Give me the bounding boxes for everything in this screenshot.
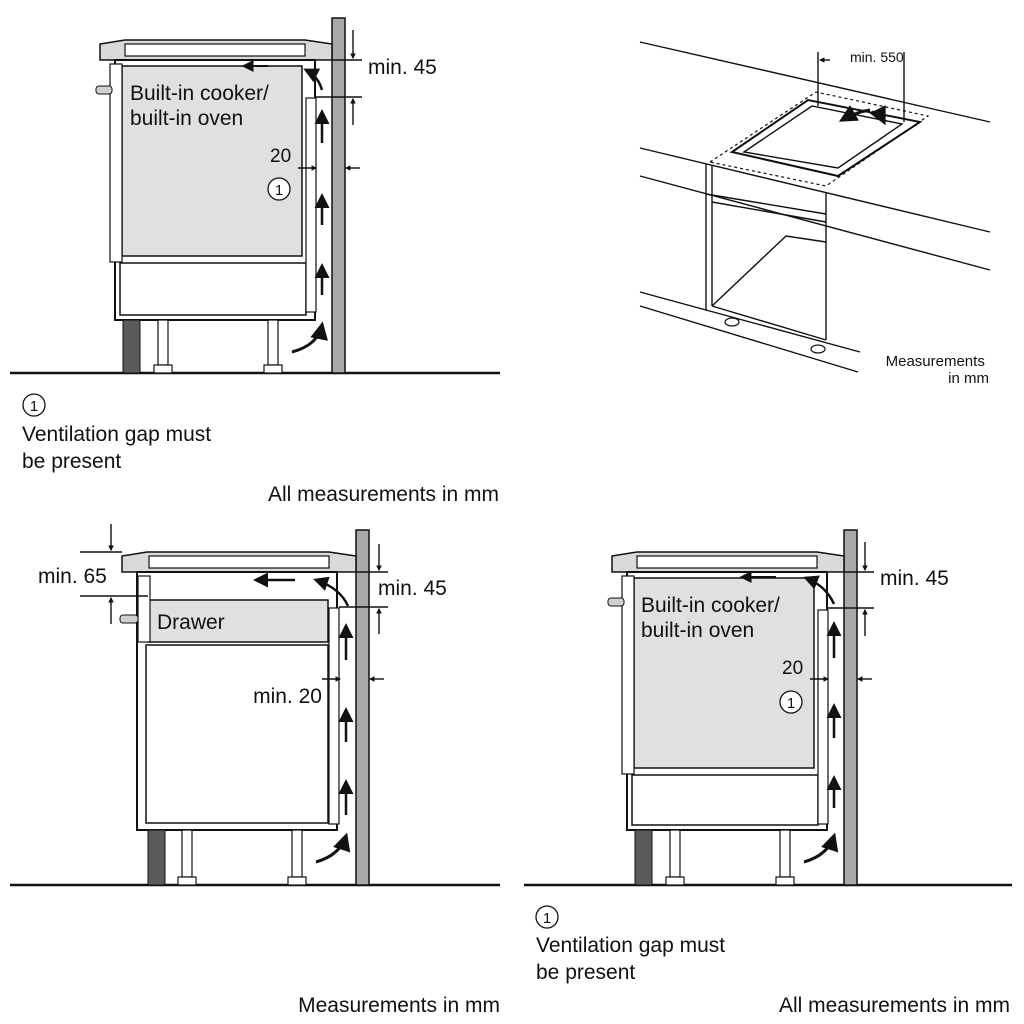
worktop-front-edge-top <box>639 147 991 233</box>
cabinet-bottom <box>711 305 827 341</box>
oven-label: Built-in cooker/ built-in oven <box>130 82 275 130</box>
legend-text: Ventilation gap must be present <box>536 934 731 984</box>
cabinet-inner <box>711 235 827 307</box>
gap-20-label: 20 <box>782 658 803 679</box>
footer-text-line: in mm <box>948 370 989 387</box>
footer-text: All measurements in mm <box>779 994 1010 1017</box>
airflow-in-arrow <box>291 321 328 354</box>
drawer <box>147 599 329 643</box>
cutout-inner <box>742 105 904 169</box>
airflow-in-arrow <box>315 832 351 864</box>
hob <box>124 43 306 57</box>
oven-handle <box>607 597 625 607</box>
note-marker-circle <box>267 177 291 201</box>
footer-text: Measurements in mm <box>886 353 989 387</box>
panel-cooker-side-view-top: min. 45 20 1 Built-in cooker/ built-in o… <box>10 17 500 506</box>
foot-right <box>291 829 303 878</box>
foot-left-base <box>177 876 197 886</box>
note-marker: 1 <box>275 182 283 199</box>
foot-left <box>157 319 169 366</box>
foot-left <box>181 829 193 878</box>
note-marker: 1 <box>787 695 795 712</box>
oven-label-line: built-in oven <box>641 619 754 642</box>
hob <box>148 555 330 569</box>
lower-drawer <box>631 774 819 826</box>
worktop-back-edge <box>639 41 991 123</box>
cabinet-shelf <box>705 193 827 215</box>
plinth-line <box>639 305 859 373</box>
airflow-arrow <box>838 105 871 122</box>
legend-text-line: Ventilation gap must <box>536 934 725 957</box>
plinth <box>634 829 653 886</box>
airflow-curve-arrow <box>313 576 350 607</box>
foot <box>724 317 740 327</box>
lower-drawer <box>119 262 307 316</box>
worktop-front-edge-bottom <box>639 175 991 271</box>
oven-label-line: Built-in cooker/ <box>641 594 780 617</box>
back-panel <box>305 97 317 313</box>
worktop-cutout <box>729 98 923 178</box>
footer-text-line: Measurements <box>886 353 985 370</box>
side-wall <box>843 529 858 886</box>
foot-right-base <box>287 876 307 886</box>
min-45-label: min. 45 <box>880 567 949 590</box>
back-panel <box>328 607 340 825</box>
airflow-curve-arrow <box>803 575 836 605</box>
drawer-front <box>137 575 151 643</box>
airflow-arrow <box>869 105 886 126</box>
legend-marker-circle <box>535 905 559 929</box>
footer-text: Measurements in mm <box>298 994 500 1017</box>
legend-marker: 1 <box>543 910 551 927</box>
side-wall <box>355 529 370 886</box>
hob <box>636 555 818 569</box>
oven-label: Built-in cooker/ built-in oven <box>641 594 786 642</box>
panel-drawer-side-view: min. 65 min. 45 Drawer min. 20 Measureme… <box>10 524 500 1017</box>
min-45-label: min. 45 <box>378 577 447 600</box>
foot-right <box>779 829 791 878</box>
side-wall <box>331 17 346 374</box>
legend-text-line: be present <box>536 961 635 984</box>
legend-text: Ventilation gap must be present <box>22 423 217 473</box>
panel-worktop-perspective: min. 550 Measurements in mm <box>639 41 991 387</box>
min-550-label: min. 550 <box>850 49 904 65</box>
cabinet-shelf <box>711 201 827 223</box>
back-panel <box>817 609 829 825</box>
plinth-line <box>639 291 861 353</box>
min-20-label: min. 20 <box>253 685 322 708</box>
built-in-oven <box>633 577 815 769</box>
cabinet-door <box>145 644 329 824</box>
plinth <box>122 319 141 374</box>
drawer-label: Drawer <box>157 611 225 634</box>
foot-left-base <box>153 364 173 374</box>
drawer-handle <box>119 614 139 624</box>
min-45-label: min. 45 <box>368 56 437 79</box>
panel-cooker-side-view-bottom: min. 45 20 1 Built-in cooker/ built-in o… <box>524 529 1012 1017</box>
note-marker-circle <box>779 690 803 714</box>
footer-text: All measurements in mm <box>268 483 499 506</box>
foot-left-base <box>665 876 685 886</box>
oven-label-line: Built-in cooker/ <box>130 82 269 105</box>
oven-door <box>621 575 635 775</box>
foot-right <box>267 319 279 366</box>
foot-left <box>669 829 681 878</box>
oven-handle <box>95 85 113 95</box>
airflow-in-arrow <box>803 832 839 864</box>
legend-marker-circle <box>22 393 46 417</box>
legend-text-line: Ventilation gap must <box>22 423 211 446</box>
foot-right-base <box>775 876 795 886</box>
min-65-label: min. 65 <box>38 565 107 588</box>
foot <box>810 344 826 354</box>
oven-door <box>109 63 123 263</box>
foot-right-base <box>263 364 283 374</box>
plinth <box>147 829 166 886</box>
legend-marker: 1 <box>30 398 38 415</box>
gap-20-label: 20 <box>270 146 291 167</box>
legend-text-line: be present <box>22 450 121 473</box>
oven-label-line: built-in oven <box>130 107 243 130</box>
airflow-curve-arrow <box>303 68 324 91</box>
hob-outline <box>708 91 930 187</box>
